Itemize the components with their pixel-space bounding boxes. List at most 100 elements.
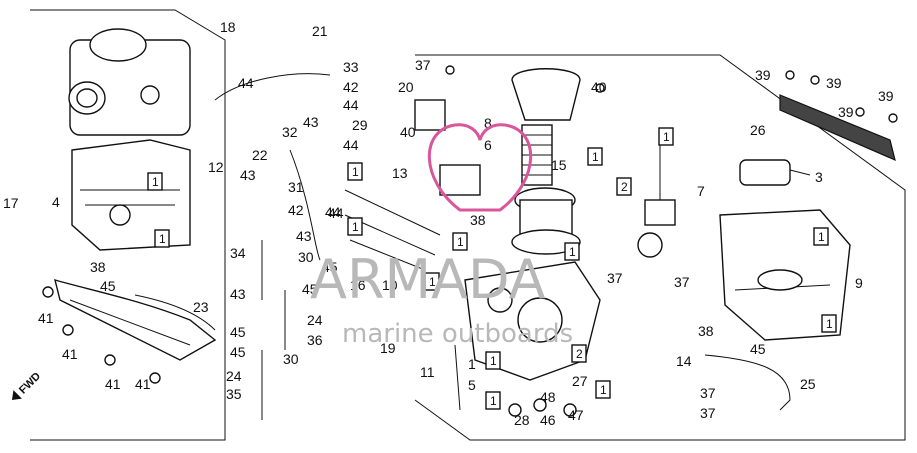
boxed-callout: 1 [429,275,436,289]
throttle-cable-bracket [414,99,481,196]
callouts: 18 21 33 42 44 44 29 44 32 43 22 43 31 4… [3,19,894,428]
fwd-label: FWD [17,370,43,396]
boxed-callout: 1 [490,394,497,408]
callout: 17 [3,195,19,211]
callout: 46 [540,412,556,428]
callout: 43 [296,228,312,244]
callout: 44 [343,97,359,113]
callout: 10 [382,277,398,293]
callout: 44 [343,137,359,153]
callout: 8 [484,115,492,131]
boxed-callout: 1 [818,230,825,244]
callout: 7 [697,183,705,199]
callout: 35 [226,386,242,402]
callout: 14 [676,353,692,369]
callout: 25 [800,376,816,392]
watermark-brand: ARMADA [310,248,546,311]
callout: 37 [700,405,716,421]
left-float-bowl [71,139,191,251]
left-linkage-bracket [54,278,217,361]
callout: 13 [392,165,408,181]
callout: 34 [230,245,246,261]
callout: 42 [288,202,304,218]
callout: 45 [230,324,246,340]
callout: 45 [100,278,116,294]
callout: 45 [230,344,246,360]
callout: 43 [240,167,256,183]
boxed-callout: 2 [621,180,628,194]
callout: 30 [298,249,314,265]
boxed-callout: 1 [352,165,359,179]
boxed-callout: 1 [152,175,159,189]
callout: 18 [220,19,236,35]
callout: 6 [484,137,492,153]
callout: 26 [750,122,766,138]
callout: 11 [420,364,435,380]
callout: 45 [750,341,766,357]
watermark-tagline: marine outboards [342,319,573,349]
callout: 30 [283,351,299,367]
boxed-callout: 1 [663,130,670,144]
callout: 41 [62,346,78,362]
arrow-icon [12,390,22,400]
callout: 29 [352,117,368,133]
callout: 21 [312,23,328,39]
boxed-callout: 1 [352,220,359,234]
boxed-callout: 1 [457,235,464,249]
group-frame-left [30,9,226,441]
left-carburetor-body [68,28,191,136]
callout: 19 [380,340,396,356]
callout: 32 [282,124,298,140]
callout: 43 [303,114,319,130]
callout: 38 [470,212,486,228]
watermark: ARMADA marine outboards [310,123,573,349]
callout: 36 [307,332,323,348]
fuel-hoses [134,73,331,420]
boxed-callout: 1 [490,354,497,368]
callout: 1 [468,356,476,372]
choke-assembly [739,159,811,186]
callout: 45 [302,281,318,297]
group-frame-right [414,54,906,441]
callout: 23 [193,299,209,315]
callout: 39 [826,75,842,91]
callout: 37 [674,274,690,290]
fwd-marker: FWD [12,370,43,400]
callout: 3 [815,169,823,185]
callout: 41 [105,376,121,392]
callout: 40 [591,79,607,95]
boxed-callout: 1 [569,245,576,259]
callout: 38 [698,323,714,339]
callout: 37 [700,385,716,401]
callout: 40 [400,124,416,140]
callout: 37 [415,57,431,73]
callout: 27 [572,373,588,389]
callout: 16 [350,277,366,293]
callout: 44 [328,205,344,221]
callout: 42 [343,79,359,95]
callout: 33 [343,59,359,75]
boxed-callout: 1 [159,232,166,246]
overflow-tube [704,354,791,411]
boxed-callout: 1 [592,150,599,164]
callout: 5 [468,377,476,393]
boxed-callouts: 1 1 1 1 1 1 1 2 1 1 1 1 1 2 1 1 [147,127,837,410]
callout: 9 [855,275,863,291]
callout: 20 [398,79,414,95]
piston-and-spring [511,68,581,255]
callout: 41 [135,376,151,392]
boxed-callout: 1 [600,383,607,397]
jet-needle-parts [637,140,676,258]
callout: 45 [322,259,338,275]
main-jet-tube [454,344,577,417]
callout: 43 [230,286,246,302]
callout: 44 [238,75,254,91]
callout: 39 [755,67,771,83]
callout: 41 [38,310,54,326]
boxed-callout: 1 [826,317,833,331]
callout: 31 [288,179,304,195]
callout: 24 [226,368,242,384]
callout: 15 [551,157,567,173]
callout: 24 [307,312,323,328]
